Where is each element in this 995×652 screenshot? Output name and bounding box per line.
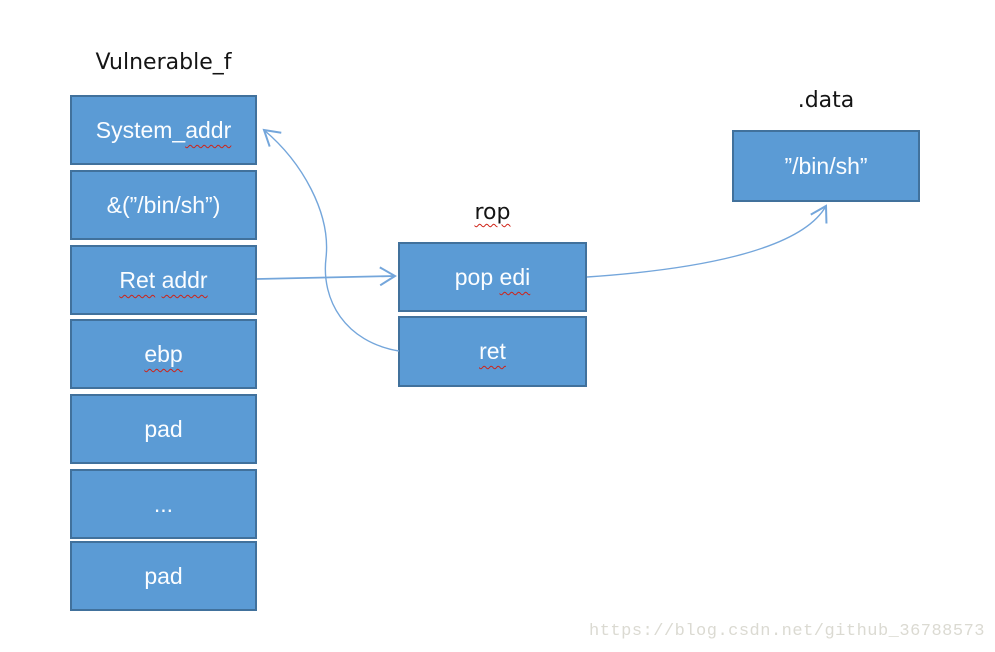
label-part: pad	[144, 416, 183, 442]
stack-box-ellipsis: ...	[70, 469, 257, 539]
label-part: System_	[95, 117, 186, 143]
watermark-url: https://blog.csdn.net/github_36788573	[589, 622, 985, 641]
label-part-misspelled: Ret	[119, 267, 156, 293]
label-part: ...	[153, 491, 174, 517]
stack-box-ebp: ebp	[70, 319, 257, 389]
data-box-binsh: ”/bin/sh”	[732, 130, 920, 202]
label-part: pop	[454, 264, 494, 290]
rop-box-ret: ret	[398, 316, 587, 387]
box-label: pad	[72, 543, 255, 609]
arrow-popedi-to-data	[586, 204, 828, 278]
box-label: pop edi	[400, 244, 585, 310]
label-part-misspelled: addr	[161, 267, 208, 293]
label-part-misspelled: ret	[479, 338, 506, 364]
rop-box-pop-edi: pop edi	[398, 242, 587, 312]
stack-box-ret-addr: Ret addr	[70, 245, 257, 315]
box-label: System_addr	[72, 97, 255, 163]
label-part-misspelled: edi	[499, 264, 531, 290]
label-part: pad	[144, 563, 183, 589]
stack-box-binsh-ref: &(”/bin/sh”)	[70, 170, 257, 240]
arrow-ret-to-systemaddr	[262, 128, 400, 352]
box-label: &(”/bin/sh”)	[72, 172, 255, 238]
label-part: ”/bin/sh”	[784, 153, 868, 179]
box-label: ret	[400, 318, 585, 385]
stack-box-system-addr: System_addr	[70, 95, 257, 165]
box-label: pad	[72, 396, 255, 462]
box-label: Ret addr	[72, 247, 255, 313]
vulnerable-f-title: Vulnerable_f	[95, 50, 232, 75]
box-label: ”/bin/sh”	[734, 132, 918, 200]
box-label: ...	[72, 471, 255, 537]
label-part-misspelled: ebp	[144, 341, 183, 367]
label-part: &(”/bin/sh”)	[106, 192, 221, 218]
box-label: ebp	[72, 321, 255, 387]
stack-box-pad-1: pad	[70, 394, 257, 464]
arrow-retaddr-to-popedi	[256, 266, 397, 287]
rop-title: rop	[398, 200, 587, 225]
stack-box-pad-2: pad	[70, 541, 257, 611]
label-part-misspelled: addr	[185, 117, 232, 143]
data-section-title: .data	[797, 88, 855, 113]
rop-title-text: rop	[474, 200, 511, 225]
